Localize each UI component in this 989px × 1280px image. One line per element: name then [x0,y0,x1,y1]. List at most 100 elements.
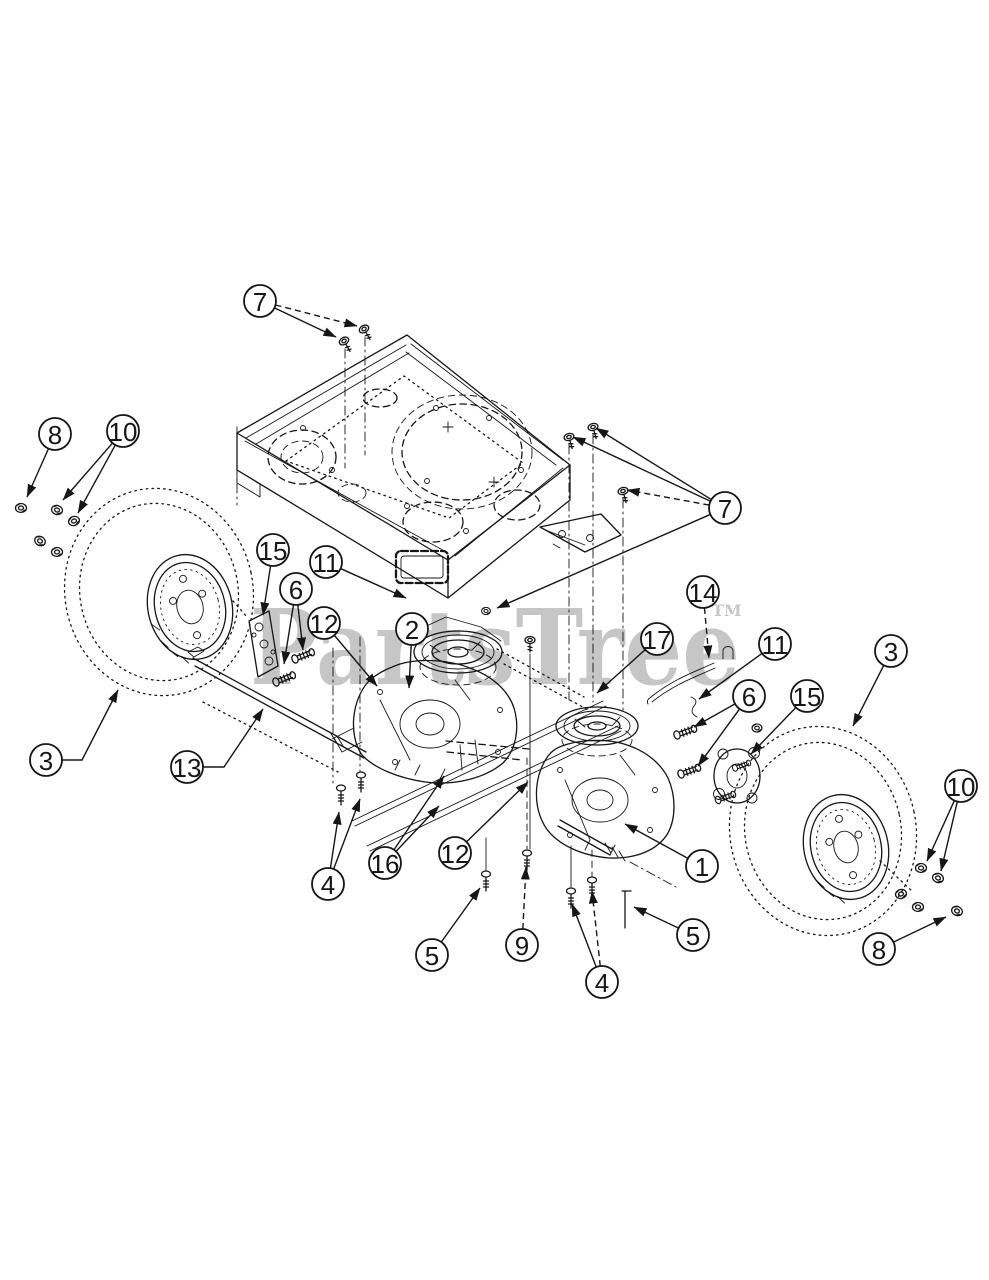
leader-line [624,823,689,859]
callout-5-22[interactable]: 5 [415,887,481,972]
callout-balloon[interactable] [676,918,710,952]
callout-balloon[interactable] [790,679,824,713]
callout-number: 13 [173,753,202,783]
leader-line [693,703,736,728]
callout-balloon[interactable] [368,846,402,880]
callout-balloon[interactable] [309,545,343,579]
right-wheel-centerline [879,860,914,893]
leader-line [588,890,601,967]
callout-balloon[interactable] [311,867,345,901]
callout-balloon[interactable] [874,634,908,668]
leader-line [395,805,440,852]
callout-15-14[interactable]: 15 [750,679,824,755]
watermark-tm: TM [712,601,742,620]
callout-number: 17 [643,625,672,655]
leader-line [260,565,272,616]
callout-number: 12 [310,609,339,639]
s-hook [690,696,698,718]
lug-nut [49,503,65,517]
leader-line [852,664,885,727]
callout-12-18[interactable]: 12 [438,781,529,870]
callout-balloon[interactable] [415,938,449,972]
leader-line [703,607,713,659]
callout-balloon[interactable] [38,417,72,451]
callout-6-13[interactable]: 6 [693,679,766,767]
leader-line [926,800,956,862]
callout-3-12[interactable]: 3 [852,634,908,727]
leader-line [329,811,342,869]
callout-number: 15 [259,536,288,566]
lug-nut [32,533,48,549]
callout-balloon[interactable] [395,612,429,646]
callout-8-26[interactable]: 8 [862,916,947,966]
leader-line [750,707,797,755]
callout-number: 5 [686,921,700,951]
callout-balloon[interactable] [944,769,978,803]
leader-line [77,444,116,514]
callout-balloon[interactable] [438,836,472,870]
callout-balloon[interactable] [29,743,63,777]
callout-11-5[interactable]: 11 [309,545,407,599]
callout-11-11[interactable]: 11 [698,627,792,700]
callout-15-4[interactable]: 15 [256,533,290,616]
callout-balloon[interactable] [732,679,766,713]
callout-number: 4 [321,870,335,900]
callout-14-9[interactable]: 14 [686,575,720,659]
callout-number: 6 [289,575,303,605]
carriage-bolt [335,784,347,806]
callout-balloon[interactable] [708,491,742,525]
callout-5-25[interactable]: 5 [633,906,710,952]
callout-balloon[interactable] [256,533,290,567]
callout-balloon[interactable] [758,627,792,661]
callout-4-21[interactable]: 4 [311,798,361,901]
lug-nut [930,871,946,885]
callout-number: 1 [695,852,709,882]
callout-3-15[interactable]: 3 [29,689,119,777]
callout-balloon[interactable] [585,965,619,999]
callout-7-3[interactable]: 7 [496,427,742,609]
callout-balloon[interactable] [106,414,140,448]
callout-7-0[interactable]: 7 [243,284,358,338]
callout-balloon[interactable] [279,572,313,606]
pin [621,890,632,929]
callout-8-1[interactable]: 8 [26,417,72,498]
callout-balloon[interactable] [685,849,719,883]
callout-number: 10 [109,417,138,447]
callout-balloon[interactable] [862,932,896,966]
callout-balloon[interactable] [307,606,341,640]
callout-2-8[interactable]: 2 [395,612,429,689]
leader-line [520,866,530,930]
callout-9-23[interactable]: 9 [505,866,539,962]
leader-line [340,567,407,599]
callout-number: 2 [405,615,419,645]
callout-6-6[interactable]: 6 [279,572,313,665]
callout-17-10[interactable]: 17 [596,622,674,694]
callout-balloon[interactable] [686,575,720,609]
callout-number: 8 [872,935,886,965]
callout-balloon[interactable] [505,928,539,962]
callout-10-2[interactable]: 10 [62,414,140,514]
callout-number: 8 [48,420,62,450]
bolt [480,870,492,892]
callout-10-17[interactable]: 10 [926,769,978,872]
callout-number: 6 [742,682,756,712]
callout-12-7[interactable]: 12 [307,606,378,687]
callout-balloon[interactable] [170,750,204,784]
leader-line [698,652,763,700]
leader-line [62,689,119,761]
callout-balloon[interactable] [640,622,674,656]
left-wheel-rim [146,553,234,664]
leader-line [440,887,481,943]
callout-number: 3 [39,746,53,776]
callout-balloon[interactable] [243,284,277,318]
callout-16-19[interactable]: 16 [368,775,445,880]
right-wheel-hub [713,747,761,804]
leader-line [333,634,378,687]
leader-line [939,801,959,872]
callout-4-24[interactable]: 4 [571,890,619,999]
callout-13-16[interactable]: 13 [170,708,264,784]
callout-1-20[interactable]: 1 [624,823,719,883]
screw [357,322,375,343]
callout-number: 15 [793,682,822,712]
